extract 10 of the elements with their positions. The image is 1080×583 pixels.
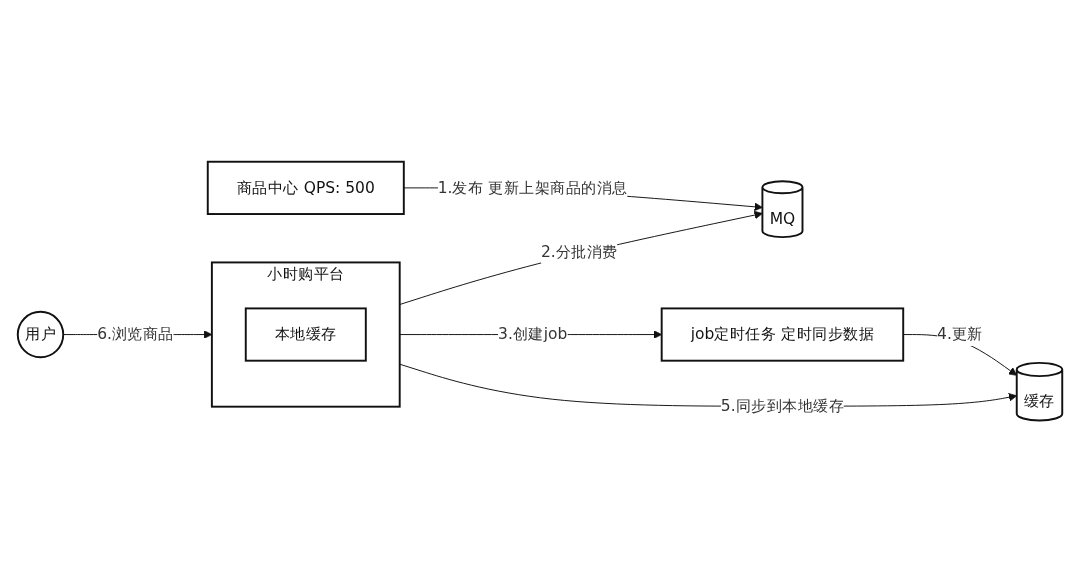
node-circle: 用户 [16, 311, 65, 359]
edge-label: 5.同步到本地缓存 [720, 396, 845, 416]
edge-label: 2.分批消费 [540, 242, 618, 262]
edge-label: 4.更新 [937, 325, 983, 344]
edge-label: 3.创建job [498, 325, 568, 344]
node-box: 商品中心 QPS: 500 [206, 161, 405, 216]
edge-label: 1.发布 更新上架商品的消息 [437, 178, 628, 197]
node-box: job定时任务 定时同步数据 [660, 307, 905, 363]
node-box: 本地缓存 [244, 307, 367, 363]
edge-label: 6.浏览商品 [97, 325, 174, 344]
